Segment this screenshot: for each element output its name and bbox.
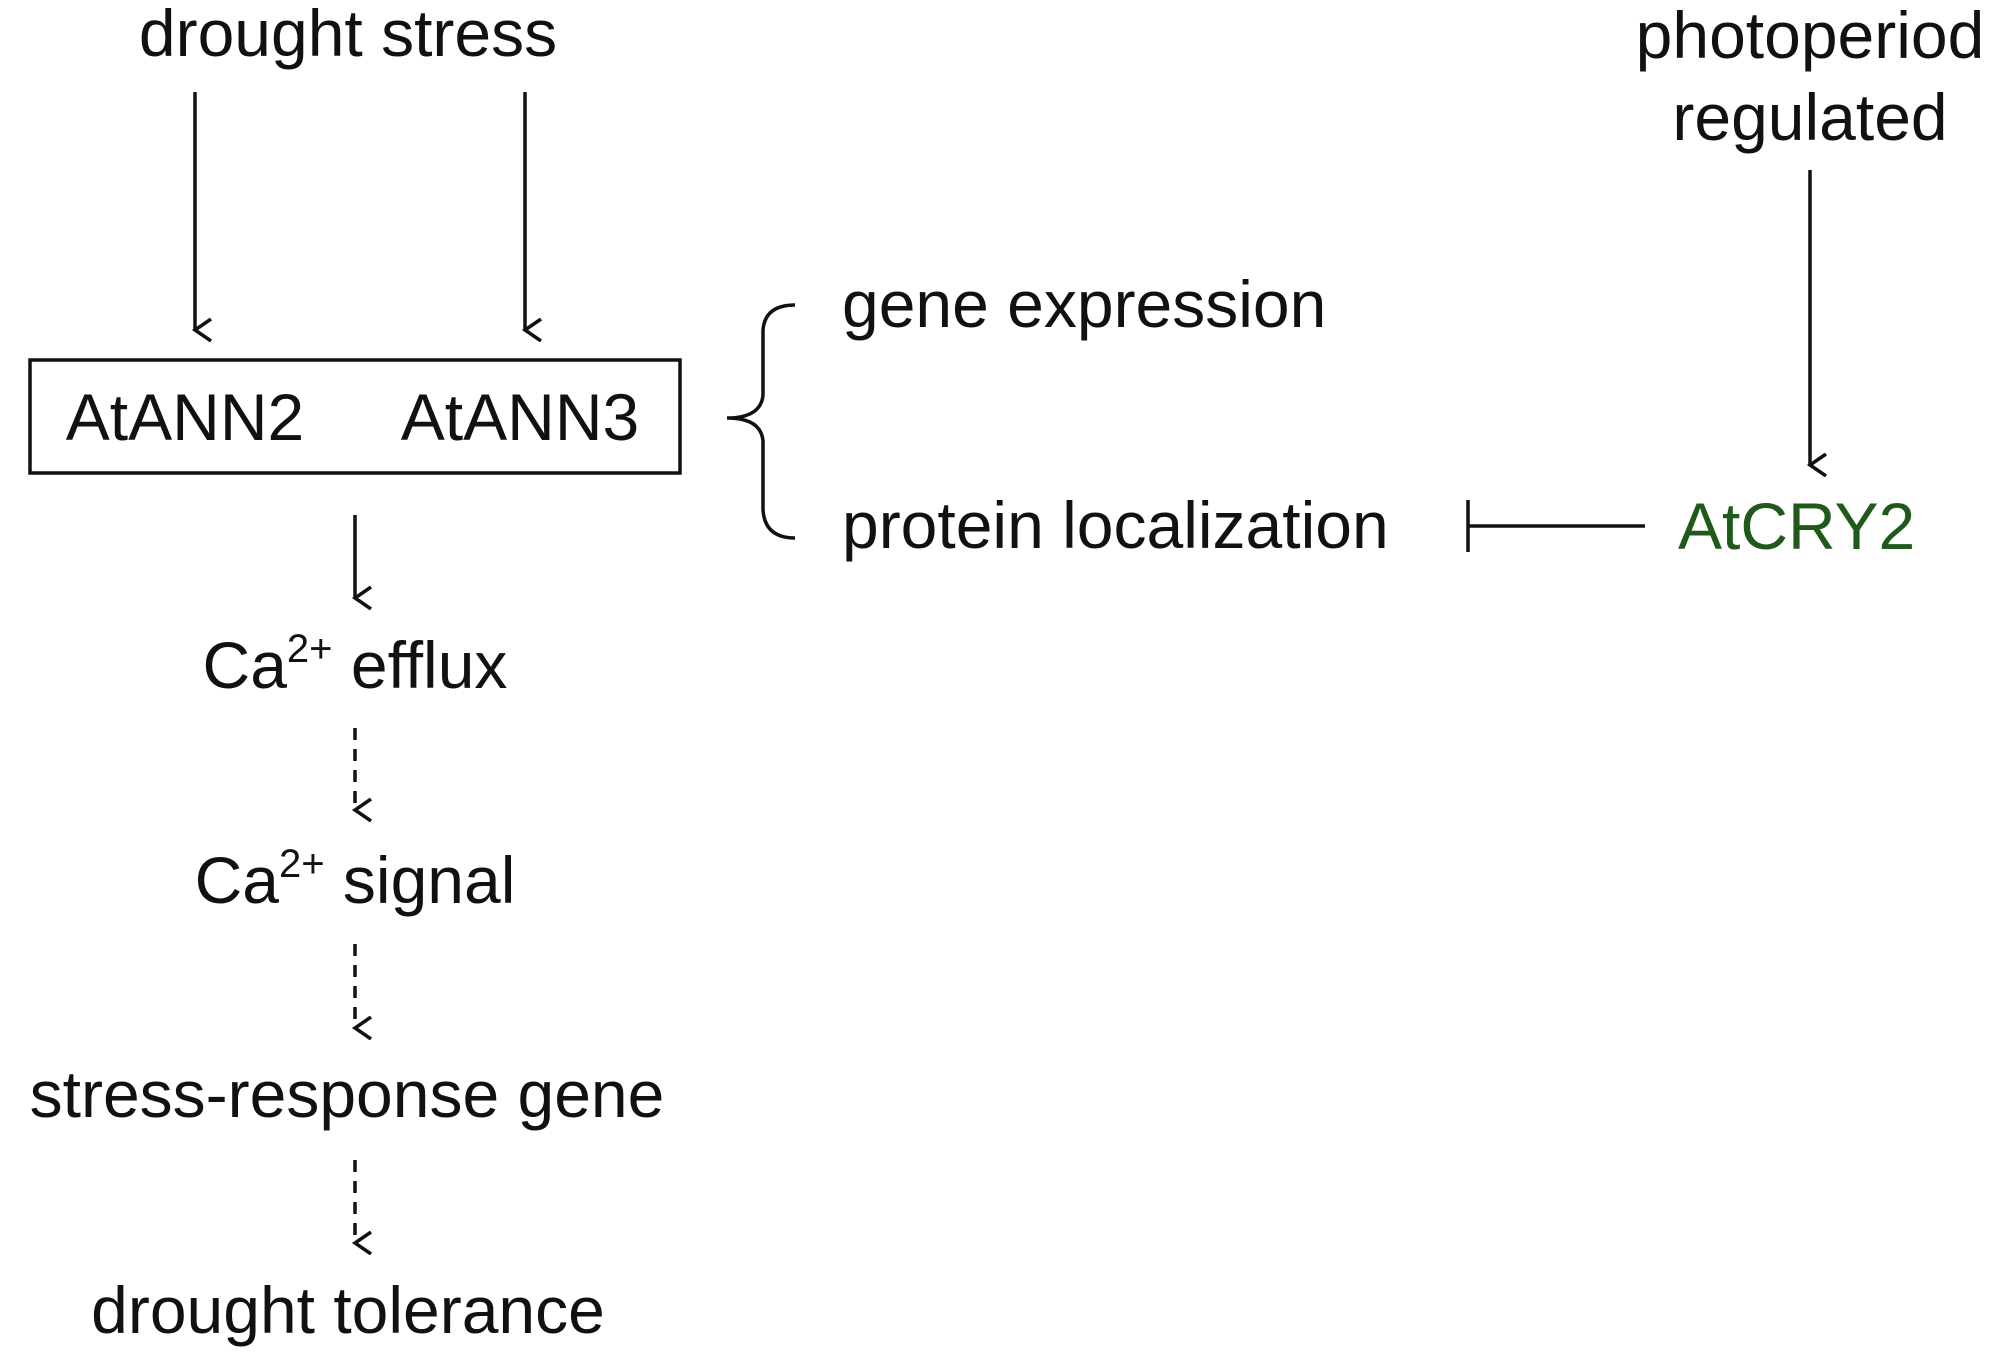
bracket (726, 303, 796, 540)
atann2-label: AtANN2 (66, 380, 304, 454)
protein-localization-label: protein localization (842, 488, 1389, 562)
photoperiod-label-line2: regulated (1672, 80, 1947, 154)
drought-stress-label: drought stress (139, 0, 557, 70)
stress-response-gene-label: stress-response gene (30, 1057, 665, 1131)
drought-tolerance-label: drought tolerance (91, 1273, 605, 1347)
gene-expression-label: gene expression (842, 267, 1326, 341)
atann3-label: AtANN3 (401, 380, 639, 454)
ca-signal-label: Ca2+ signal (195, 842, 516, 917)
photoperiod-label-line1: photoperiod (1636, 0, 1985, 72)
annexin-box (28, 358, 682, 475)
atcry2-label: AtCRY2 (1678, 489, 1915, 563)
ca-efflux-label: Ca2+ efflux (203, 627, 508, 702)
